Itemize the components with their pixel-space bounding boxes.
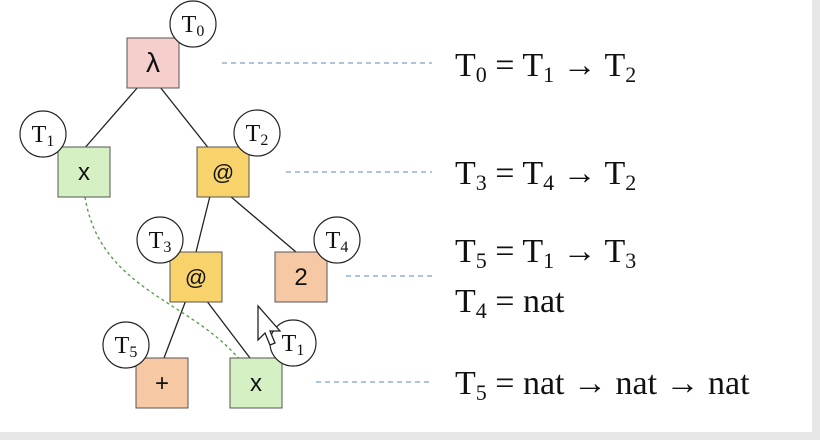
node-num-two: 2 bbox=[274, 251, 328, 303]
app-top-label: @ bbox=[212, 160, 234, 185]
node-var-x: x bbox=[57, 146, 111, 198]
badge-plus-text: T5 bbox=[115, 333, 138, 361]
edge-innerapp-plus bbox=[163, 299, 187, 359]
equation-1: T0 = T1 → T2 bbox=[455, 47, 636, 87]
plus-label: + bbox=[155, 370, 169, 397]
badge-app-inner-circle bbox=[136, 216, 184, 264]
badge-var-x-text: T1 bbox=[32, 122, 55, 150]
equation-5: T5 = nat → nat → nat bbox=[455, 365, 750, 405]
app-inner-label: @ bbox=[185, 265, 207, 290]
lambda-box bbox=[126, 37, 180, 89]
badge-var-x-use: T1 bbox=[269, 319, 317, 367]
edge-root-x bbox=[82, 86, 139, 151]
badge-var-x-use-text: T1 bbox=[282, 331, 305, 359]
app-top-box bbox=[196, 146, 250, 198]
badge-app-top-circle bbox=[233, 109, 281, 157]
equation-4: T4 = nat bbox=[455, 283, 565, 323]
badge-app-inner-text: T3 bbox=[149, 228, 172, 256]
edge-app-two bbox=[229, 195, 297, 253]
window-border-right bbox=[812, 0, 820, 440]
var-x-use-box bbox=[229, 357, 283, 409]
edge-app-innerapp bbox=[195, 195, 211, 253]
var-x-box bbox=[57, 146, 111, 198]
lambda-label: λ bbox=[146, 47, 160, 78]
node-app-inner: @ bbox=[169, 251, 223, 303]
type-equations: T0 = T1 → T2 T3 = T4 → T2 T5 = T1 → T3 T4 =… bbox=[455, 47, 750, 405]
badge-root-text: T0 bbox=[182, 12, 205, 40]
app-inner-box bbox=[169, 251, 223, 303]
node-lambda: λ bbox=[126, 37, 180, 89]
badge-num-two: T4 bbox=[313, 216, 361, 264]
plus-box bbox=[135, 357, 189, 409]
badge-root-circle bbox=[169, 0, 217, 48]
node-app-top: @ bbox=[196, 146, 250, 198]
edge-innerapp-x bbox=[205, 299, 251, 359]
badge-app-inner: T3 bbox=[136, 216, 184, 264]
var-x-label: x bbox=[78, 159, 90, 186]
badge-app-top: T2 bbox=[233, 109, 281, 157]
mouse-cursor-icon bbox=[257, 304, 282, 346]
badge-num-two-circle bbox=[313, 216, 361, 264]
equation-2: T3 = T4 → T2 bbox=[455, 155, 636, 195]
node-var-x-use: x bbox=[229, 357, 283, 409]
var-x-use-label: x bbox=[250, 370, 262, 397]
edge-root-app bbox=[159, 86, 211, 151]
window-border-bottom bbox=[0, 432, 820, 440]
badge-root: T0 bbox=[169, 0, 217, 48]
guide-lines bbox=[222, 62, 432, 383]
badge-var-x: T1 bbox=[19, 110, 67, 158]
num-two-box bbox=[274, 251, 328, 303]
node-plus: + bbox=[135, 357, 189, 409]
badge-app-top-text: T2 bbox=[246, 121, 269, 149]
badge-plus-circle bbox=[102, 321, 150, 369]
badge-plus: T5 bbox=[102, 321, 150, 369]
badge-var-x-circle bbox=[19, 110, 67, 158]
num-two-label: 2 bbox=[294, 264, 307, 291]
badge-num-two-text: T4 bbox=[326, 228, 349, 256]
tree-edges bbox=[82, 86, 297, 359]
equation-3: T5 = T1 → T3 bbox=[455, 233, 636, 273]
